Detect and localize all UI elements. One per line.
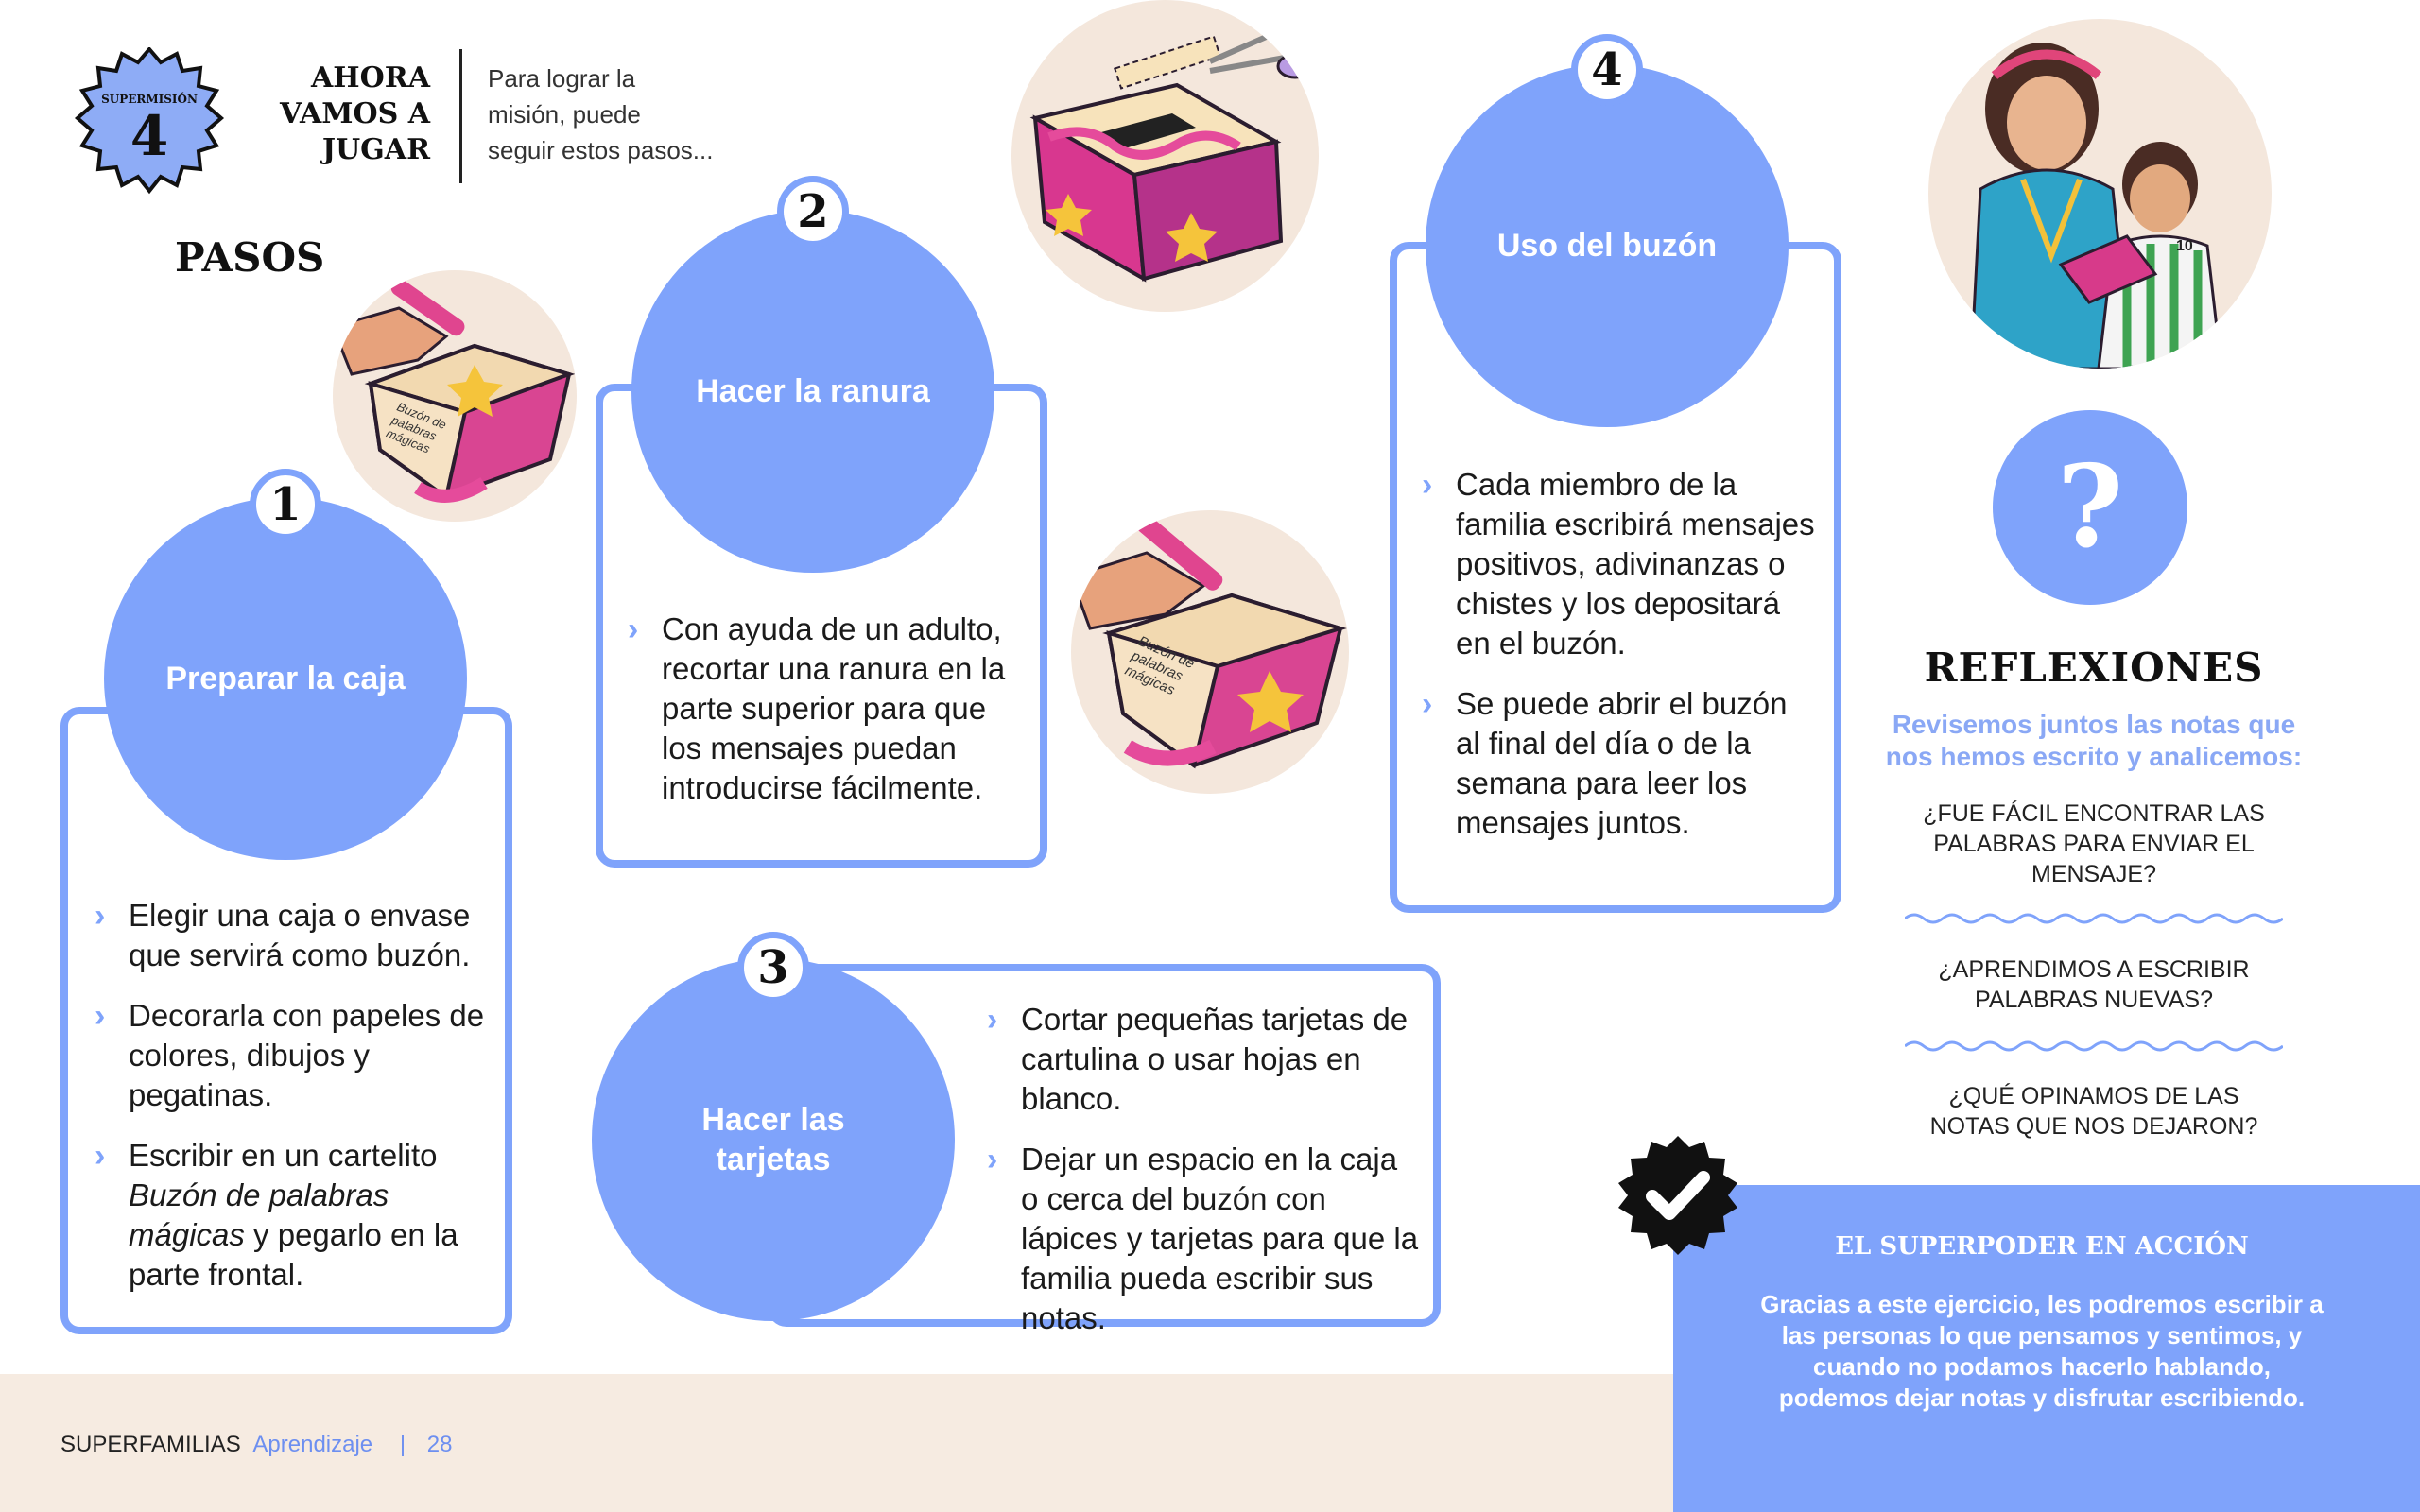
illustration-decorating-box-2: Buzón de palabras mágicas — [1071, 510, 1349, 794]
superpoder-panel — [1673, 1185, 2420, 1512]
step-3-title: Hacer las tarjetas — [701, 1102, 845, 1177]
step-4-bubble: Uso del buzón — [1426, 64, 1789, 427]
footer-brand: SUPERFAMILIAS — [60, 1432, 241, 1457]
chevron-right-icon: › — [95, 898, 106, 934]
step-4-item-1-text: Cada miembro de la familia escribirá men… — [1456, 467, 1815, 661]
page-number: 28 — [426, 1432, 453, 1457]
header-intro-line-3: seguir estos pasos... — [488, 136, 714, 164]
step-1-list: › Elegir una caja o envase que servirá co… — [95, 896, 492, 1315]
question-mark-glyph: ? — [2056, 440, 2124, 574]
badge-label: SUPERMISIÓN — [101, 93, 198, 106]
header-title-line-2: VAMOS A — [280, 97, 430, 130]
step-4-item: › Se puede abrir el buzón al final del dí… — [1422, 684, 1819, 843]
step-2-number: 2 — [777, 176, 849, 248]
header-title-line-3: JUGAR — [321, 133, 430, 166]
step-2-bubble: Hacer la ranura — [631, 210, 994, 573]
step-3-number: 3 — [737, 932, 809, 1004]
step-3-item-1-text: Cortar pequeñas tarjetas de cartulina o … — [1021, 1002, 1409, 1116]
step-1-bubble: Preparar la caja — [104, 497, 467, 860]
step-1-item-3-pre: Escribir en un cartelito — [129, 1138, 438, 1173]
footer-section: Aprendizaje — [252, 1432, 373, 1457]
superpoder-text: Gracias a este ejercicio, les podremos e… — [1760, 1290, 2324, 1412]
header-intro: Para lograr la misión, puede seguir esto… — [488, 60, 713, 168]
header-intro-line-2: misión, puede — [488, 100, 641, 129]
header-title: AHORA VAMOS A JUGAR — [236, 60, 430, 168]
chevron-right-icon: › — [987, 1142, 998, 1177]
header-divider — [459, 49, 462, 183]
wavy-divider-1 — [1905, 913, 2283, 924]
chevron-right-icon: › — [95, 998, 106, 1034]
step-1-number: 1 — [250, 469, 321, 541]
wavy-divider-2 — [1905, 1040, 2283, 1052]
step-1-item-3-emphasis: Buzón de palabras mágicas — [129, 1177, 389, 1252]
step-1-item-2-text: Decorarla con papeles de colores, dibujo… — [129, 998, 485, 1112]
step-3-item-2-text: Dejar un espacio en la caja o cerca del … — [1021, 1142, 1419, 1335]
reflexiones-question-2: ¿APRENDIMOS A ESCRIBIR PALABRAS NUEVAS? — [1938, 956, 2250, 1013]
step-1-item-3-post: y pegarlo en la parte frontal. — [129, 1217, 458, 1292]
chevron-right-icon: › — [1422, 686, 1433, 722]
step-2-title: Hacer la ranura — [696, 373, 930, 409]
step-2-item-1-text: Con ayuda de un adulto, recortar una ran… — [662, 611, 1006, 805]
footer-separator: | — [399, 1432, 406, 1457]
badge-star-shape — [74, 45, 225, 195]
chevron-right-icon: › — [628, 611, 639, 647]
question-mark-icon: ? — [1993, 410, 2187, 605]
footer: SUPERFAMILIAS Aprendizaje | 28 — [60, 1432, 452, 1458]
supermision-badge: SUPERMISIÓN 4 — [74, 45, 225, 198]
superpoder-title: EL SUPERPODER EN ACCIÓN — [1835, 1232, 2249, 1261]
illustration-decorating-box-1: Buzón de palabras mágicas — [333, 270, 577, 522]
steps-heading: PASOS — [175, 234, 325, 281]
step-3-item: › Cortar pequeñas tarjetas de cartulina o… — [987, 1000, 1422, 1119]
step-2-list: › Con ayuda de un adulto, recortar una ra… — [628, 610, 1015, 829]
step-4-title: Uso del buzón — [1496, 228, 1718, 264]
reflexiones-question-1: ¿FUE FÁCIL ENCONTRAR LAS PALABRAS PARA E… — [1923, 800, 2265, 887]
illustration-children: 10 — [1928, 19, 2272, 369]
checkmark-badge-icon — [1616, 1134, 1739, 1257]
step-1-item-1-text: Elegir una caja o envase que servirá com… — [129, 898, 471, 972]
reflexiones-subtitle: Revisemos juntos las notas que nos hemos… — [1885, 710, 2303, 771]
step-1-item: › Decorarla con papeles de colores, dibuj… — [95, 996, 492, 1115]
step-2-item: › Con ayuda de un adulto, recortar una ra… — [628, 610, 1015, 808]
step-3-item: › Dejar un espacio en la caja o cerca del… — [987, 1140, 1422, 1338]
chevron-right-icon: › — [1422, 467, 1433, 503]
step-3-list: › Cortar pequeñas tarjetas de cartulina o… — [987, 1000, 1422, 1359]
step-1-item: › Escribir en un cartelito Buzón de palab… — [95, 1136, 492, 1295]
step-4-item: › Cada miembro de la familia escribirá me… — [1422, 465, 1819, 663]
jersey-number: 10 — [2176, 238, 2193, 254]
chevron-right-icon: › — [987, 1002, 998, 1038]
step-4-item-2-text: Se puede abrir el buzón al final del día… — [1456, 686, 1788, 840]
step-1-title: Preparar la caja — [165, 661, 406, 696]
chevron-right-icon: › — [95, 1138, 106, 1174]
badge-number: 4 — [130, 104, 169, 168]
header-title-line-1: AHORA — [311, 61, 430, 94]
step-4-number: 4 — [1571, 34, 1643, 106]
step-1-item: › Elegir una caja o envase que servirá co… — [95, 896, 492, 975]
illustration-box-scissors — [1011, 0, 1319, 312]
header-intro-line-1: Para lograr la — [488, 64, 636, 93]
reflexiones-title: REFLEXIONES — [1924, 644, 2264, 691]
step-3-bubble: Hacer las tarjetas — [592, 958, 955, 1321]
reflexiones-question-3: ¿QUÉ OPINAMOS DE LAS NOTAS QUE NOS DEJAR… — [1929, 1083, 2258, 1140]
step-1-card — [60, 707, 512, 1334]
step-4-list: › Cada miembro de la familia escribirá me… — [1422, 465, 1819, 864]
